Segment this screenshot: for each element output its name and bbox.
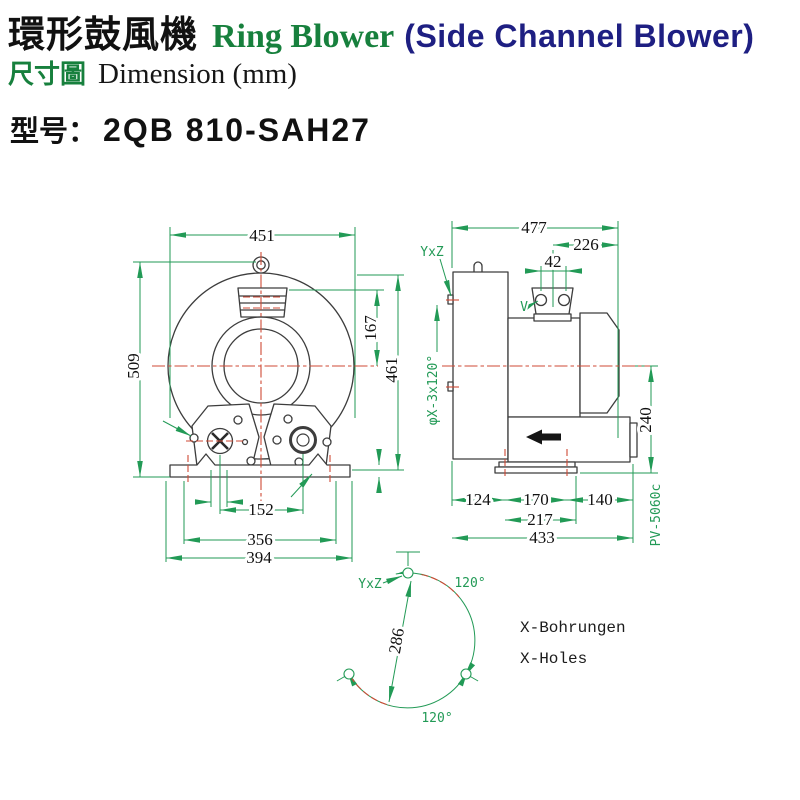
label-yxz-holes: YxZ xyxy=(358,577,382,592)
front-dimension-lines xyxy=(133,227,404,562)
side-outline xyxy=(447,261,638,474)
label-part-code: PV-5060c xyxy=(649,484,664,547)
subtitle-chinese: 尺寸圖 xyxy=(8,60,87,90)
dim-foot-hole-spacing: 170 xyxy=(523,490,549,509)
bolt-hole-top xyxy=(402,567,414,579)
holes-centerline-arcs xyxy=(349,573,460,707)
side-foot xyxy=(498,461,576,468)
dim-overall-depth: 433 xyxy=(529,528,555,547)
model-line: 型号： 2QB 810-SAH27 xyxy=(10,108,371,150)
note-x-holes: X-Holes xyxy=(520,650,587,668)
subtitle-english: Dimension (mm) xyxy=(98,58,297,90)
label-gland-v: V xyxy=(520,300,528,315)
front-centerlines xyxy=(152,252,378,505)
model-label: 型号： xyxy=(10,114,98,148)
side-view: 477 226 42 240 124 170 140 217 433 YxZ V… xyxy=(418,215,666,550)
side-dimension-lines xyxy=(434,221,658,543)
holes-view: 286 120° 120° YxZ X-Bohrungen X-Holes xyxy=(336,551,626,728)
dim-foot-offset-right: 140 xyxy=(587,490,613,509)
flow-arrow-icon xyxy=(526,429,561,445)
dim-bolt-circle: 286 xyxy=(385,627,408,655)
label-angle-upper: 120° xyxy=(454,576,485,591)
dimension-subtitle: 尺寸圖 Dimension (mm) xyxy=(8,54,297,91)
motor-body xyxy=(507,317,581,418)
cable-gland-right xyxy=(557,293,571,307)
side-centerlines xyxy=(442,299,650,479)
dim-foot-length: 217 xyxy=(527,510,553,529)
label-angle-lower: 120° xyxy=(421,711,452,726)
front-outline xyxy=(167,256,355,478)
page-title: 環形鼓風機 Ring Blower (Side Channel Blower) xyxy=(8,4,754,58)
note-x-bohrungen: X-Bohrungen xyxy=(520,619,626,637)
dim-outlet-height: 240 xyxy=(636,407,655,433)
dim-overall-width: 451 xyxy=(249,226,275,245)
holes-dimension-lines xyxy=(336,551,479,709)
motor-end-cover xyxy=(579,312,620,414)
dim-side-overall-width: 477 xyxy=(521,218,547,237)
title-english: Ring Blower xyxy=(212,18,395,55)
dim-base-width: 394 xyxy=(246,548,272,567)
label-yxz-side: YxZ xyxy=(420,245,444,260)
dim-terminal-offset: 226 xyxy=(573,235,599,254)
title-subtitle: (Side Channel Blower) xyxy=(404,18,755,54)
model-number: 2QB 810-SAH27 xyxy=(103,112,371,148)
dim-port-spacing: 152 xyxy=(248,500,274,519)
front-view: 451 509 461 167 152 356 394 xyxy=(121,223,404,570)
dim-body-height: 461 xyxy=(382,357,401,383)
outlet-silencer xyxy=(507,416,631,463)
bolt-hole-right xyxy=(460,668,472,680)
dim-overall-height: 509 xyxy=(124,353,143,379)
title-chinese: 環形鼓風機 xyxy=(8,12,198,56)
bolt-hole-left xyxy=(343,668,355,680)
dim-muffler-offset: 167 xyxy=(361,315,380,341)
dim-anchor-spacing: 356 xyxy=(247,530,273,549)
side-lifting-eye xyxy=(473,261,483,272)
cable-gland-left xyxy=(534,293,548,307)
dim-foot-offset-left: 124 xyxy=(465,490,491,509)
label-bolt-pattern: φX-3x120° xyxy=(426,355,441,425)
dim-gland-spacing: 42 xyxy=(545,252,562,271)
